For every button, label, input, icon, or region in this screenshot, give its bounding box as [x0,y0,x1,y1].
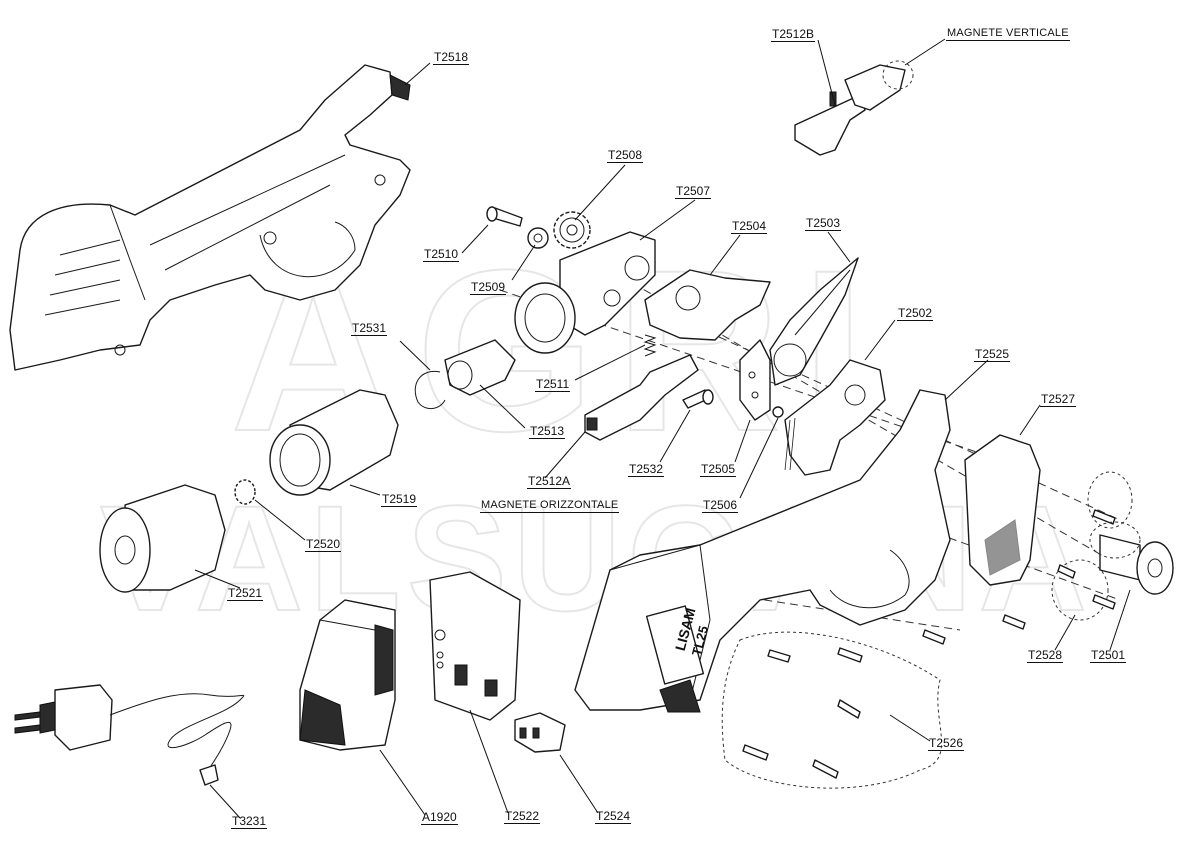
label-magnete-verticale: MAGNETE VERTICALE [946,27,1070,41]
leader-lines [194,38,1131,819]
coupling-t2513-part [444,339,516,396]
label-t2521: T2521 [227,586,264,601]
plate-t2505-part [739,339,771,421]
label-t2526: T2526 [928,736,965,751]
label-t2525: T2525 [974,347,1011,362]
label-t2528: T2528 [1027,648,1064,663]
label-t2503: T2503 [805,216,842,231]
snap-ring-t2531-part [414,370,446,409]
gear-t2508-part [553,211,591,249]
label-t2507: T2507 [675,184,712,199]
label-t2510: T2510 [423,247,460,262]
model-plate: LISAM TL25 [645,605,711,685]
screw-set-t2528-part [1051,471,1133,621]
label-magnete-orizzontale: MAGNETE ORIZZONTALE [480,499,620,513]
motor-sleeve-t2519-part [269,389,399,496]
part-t2506 [772,406,784,418]
spring-t2511-part [643,334,657,357]
connector-t2524-part [514,712,566,753]
pinion-t2520-part [234,479,256,505]
charger-t3231-part [14,684,245,786]
label-t2512a: T2512A [527,474,572,489]
screw-set-t2526-part [721,614,1026,789]
vertical-magnet-bracket-part [794,60,914,156]
screw-t2532-part [682,389,714,409]
label-t2505: T2505 [700,462,737,477]
blade-t2503-part [769,257,859,386]
label-t2532: T2532 [628,462,665,477]
label-t2524: T2524 [595,809,632,824]
label-t2513: T2513 [529,424,566,439]
battery-a1920-part [299,599,396,751]
label-t2522: T2522 [504,809,541,824]
label-t2506: T2506 [702,498,739,513]
label-t2512b: T2512B [771,27,816,42]
label-t2509: T2509 [470,280,507,295]
blade-t2504-part [644,269,771,341]
label-t3231: T3231 [231,814,268,829]
circuit-board-t2522-part [429,571,521,721]
label-a1920: A1920 [421,810,458,825]
upper-shell-part [9,64,411,371]
cover-t2527-part [964,434,1041,586]
screw-t2510-part [486,206,523,227]
washer-t2509-part [527,227,549,249]
horizontal-magnet-bracket-part [584,354,699,441]
label-t2531: T2531 [351,321,388,336]
label-t2502: T2502 [897,306,934,321]
label-t2519: T2519 [381,492,418,507]
counter-blade-t2502-part [784,359,886,476]
label-t2511: T2511 [535,377,571,392]
label-t2518: T2518 [433,50,470,65]
label-t2504: T2504 [731,219,768,234]
knob-t2501-part [1089,521,1174,595]
label-t2527: T2527 [1040,392,1077,407]
gearbox-housing-t2507-part [514,231,656,354]
label-t2520: T2520 [305,537,342,552]
motor-t2521-part [99,484,226,593]
label-t2508: T2508 [607,148,644,163]
label-t2501: T2501 [1090,648,1127,663]
